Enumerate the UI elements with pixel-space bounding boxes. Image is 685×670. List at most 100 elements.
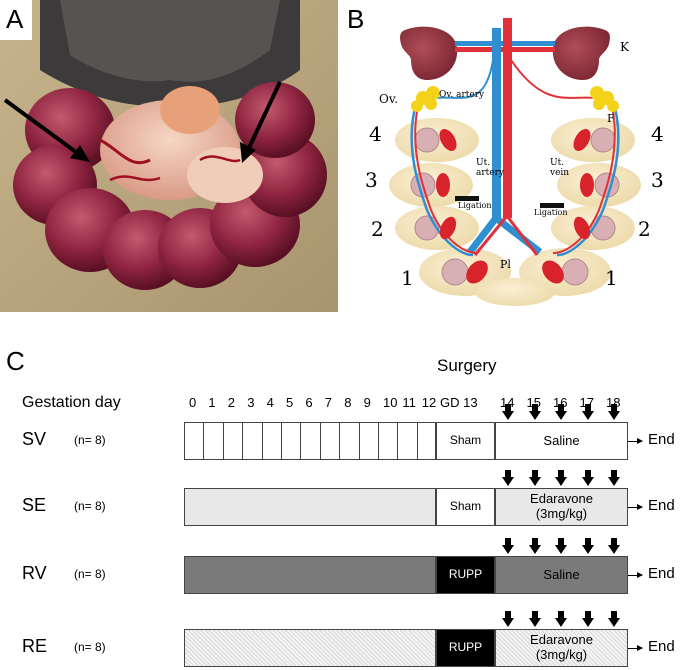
injection-arrow-icon <box>555 538 567 554</box>
day-cell-divider <box>185 423 418 459</box>
day-number: 4 <box>266 395 274 410</box>
group-n: (n= 8) <box>74 567 106 581</box>
day-number: 3 <box>247 395 255 410</box>
day-number: 0 <box>189 395 197 410</box>
surgery-box: RUPP <box>436 629 495 667</box>
ligation-bar-right <box>540 203 564 208</box>
day-number: 5 <box>286 395 294 410</box>
group-n: (n= 8) <box>74 640 106 654</box>
pre-surgery-bar <box>184 629 436 667</box>
label-num-4-right: 4 <box>651 122 664 146</box>
treatment-box: Edaravone(3mg/kg) <box>495 629 628 667</box>
group-code: SV <box>22 429 47 449</box>
group-code: SE <box>22 495 47 515</box>
pre-surgery-bar <box>184 556 436 594</box>
day-number: 1 <box>208 395 216 410</box>
label-ligation-right: Ligation <box>534 208 568 217</box>
pre-surgery-bar <box>184 488 436 526</box>
end-arrow-icon <box>628 504 643 510</box>
injection-arrow-icon <box>502 538 514 554</box>
day-number: 8 <box>344 395 352 410</box>
surgery-box: Sham <box>436 422 495 460</box>
day-cell-divider <box>185 423 302 459</box>
injection-arrow-icon <box>502 404 514 420</box>
group-n: (n= 8) <box>74 433 106 447</box>
end-arrow-icon <box>628 645 643 651</box>
surgery-label-text: Sham <box>449 433 482 448</box>
treatment-box: Edaravone(3mg/kg) <box>495 488 628 526</box>
injection-arrow-icon <box>528 404 541 420</box>
end-label: End <box>648 565 675 582</box>
day-cell-divider <box>185 423 321 459</box>
end-label: End <box>648 638 675 655</box>
gestation-day-label: Gestation day <box>22 394 121 411</box>
uterus-photo-illustration <box>0 0 338 312</box>
surgery-label-text: RUPP <box>448 567 483 582</box>
injection-arrow-icon <box>502 611 514 627</box>
injection-arrow-icon <box>555 611 567 627</box>
injection-arrow-icon <box>555 404 567 420</box>
label-ligation-left: Ligation <box>458 201 492 210</box>
injection-arrow-icon <box>528 611 541 627</box>
injection-arrow-icon <box>608 470 620 486</box>
day-cell-divider <box>185 423 224 459</box>
group-code: RV <box>22 563 47 583</box>
injection-arrow-icon <box>555 470 567 486</box>
injection-arrow-icon <box>502 470 514 486</box>
label-num-1-left: 1 <box>401 266 414 290</box>
day-number: 12 <box>421 395 437 410</box>
panel-a-photo: A <box>0 0 338 312</box>
treatment-box: Saline <box>495 422 628 460</box>
label-ov-artery: Ov. artery <box>439 90 485 100</box>
ligation-bar-left <box>455 196 479 201</box>
day-cell-divider <box>185 423 438 459</box>
day-cell-divider <box>185 423 282 459</box>
label-ut-artery-1: Ut. <box>476 158 491 168</box>
label-kidney: K <box>620 40 629 54</box>
label-ut-vein-1: Ut. <box>550 158 565 168</box>
right-kidney <box>552 26 610 81</box>
day-cell-divider <box>185 423 399 459</box>
end-arrow-icon <box>628 438 643 444</box>
day-cell-divider <box>185 423 341 459</box>
surgery-box: RUPP <box>436 556 495 594</box>
day-cell-divider <box>185 423 244 459</box>
label-num-3-right: 3 <box>651 168 664 192</box>
group-n: (n= 8) <box>74 499 106 513</box>
label-num-2-left: 2 <box>371 217 384 241</box>
surgery-box: Sham <box>436 488 495 526</box>
end-label: End <box>648 431 675 448</box>
treatment-line-1: Saline <box>543 432 580 448</box>
injection-arrow-icon <box>608 611 620 627</box>
end-label: End <box>648 497 675 514</box>
day-number: 11 <box>402 395 416 410</box>
panel-a-letter: A <box>6 4 24 34</box>
label-ovary: Ov. <box>379 92 399 106</box>
injection-arrow-icon <box>581 538 594 554</box>
left-kidney <box>400 26 458 81</box>
day-number: 7 <box>324 395 333 410</box>
panel-a-letter-box: A <box>0 0 32 40</box>
gd13-label: GD 13 <box>440 395 478 410</box>
treatment-line-1: Edaravone <box>530 632 593 648</box>
label-num-3-left: 3 <box>365 168 378 192</box>
end-arrow-icon <box>628 572 643 578</box>
label-num-1-right: 1 <box>605 266 618 290</box>
group-code: RE <box>22 636 48 656</box>
injection-arrow-icon <box>581 404 594 420</box>
label-num-4-left: 4 <box>369 122 382 146</box>
surgery-label: Surgery <box>437 356 497 375</box>
treatment-box: Saline <box>495 556 628 594</box>
label-fetus: F <box>607 112 615 125</box>
label-ut-vein-2: vein <box>550 168 570 178</box>
injection-arrow-icon <box>608 538 620 554</box>
treatment-line-1: Edaravone <box>530 491 593 507</box>
treatment-line-2: (3mg/kg) <box>535 506 588 521</box>
pre-surgery-bar <box>184 422 438 460</box>
label-placenta: Pl <box>500 258 511 271</box>
surgery-label-text: RUPP <box>448 640 483 655</box>
day-number: 9 <box>363 395 371 410</box>
treatment-line-2: (3mg/kg) <box>535 647 588 662</box>
panel-b-letter: B <box>347 4 365 34</box>
day-cell-divider <box>185 423 263 459</box>
